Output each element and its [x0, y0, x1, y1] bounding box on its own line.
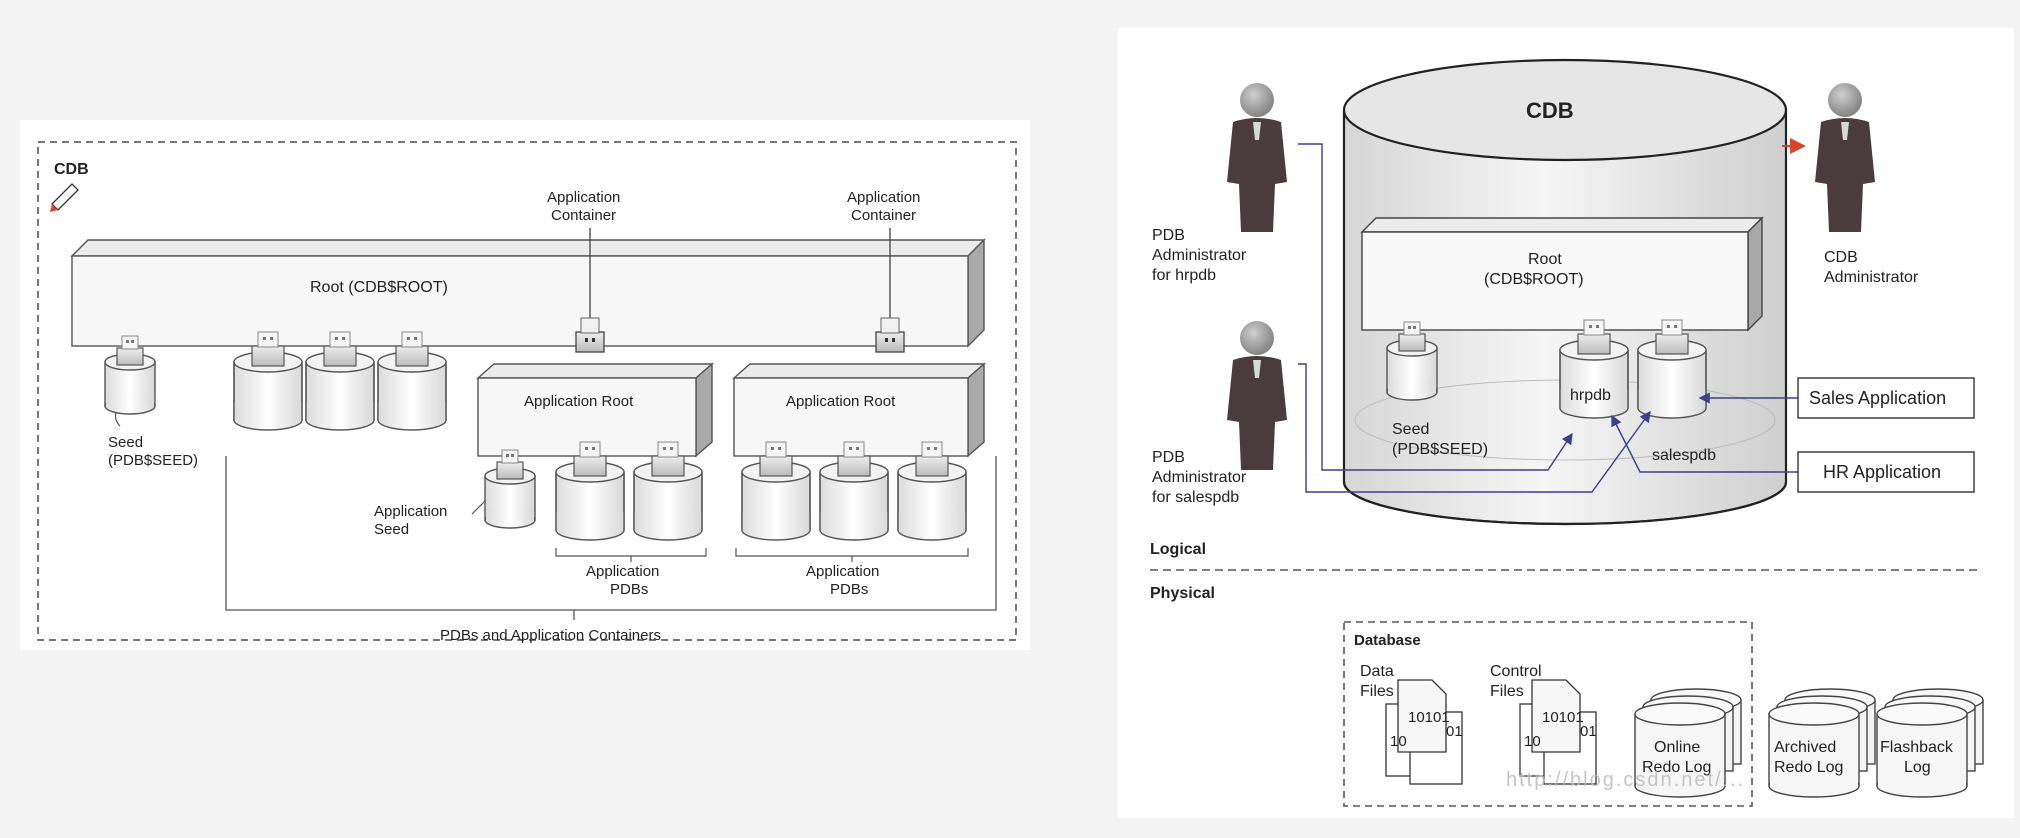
- control-files-line2: Files: [1490, 683, 1524, 700]
- app-container-label-1-line2: Container: [551, 207, 616, 224]
- app-seed-label-line2: Seed: [374, 521, 409, 538]
- app-pdbs-label-2-line2: PDBs: [830, 581, 868, 598]
- control-file-code-right: 01: [1580, 723, 1597, 740]
- pdb-cylinder: [305, 331, 375, 431]
- logical-label: Logical: [1150, 541, 1206, 558]
- online-redo-line1: Online: [1654, 739, 1700, 756]
- seed-right-label-line2: (PDB$SEED): [1392, 441, 1488, 458]
- salespdb-label: salespdb: [1652, 447, 1716, 464]
- data-files-line2: Files: [1360, 683, 1394, 700]
- pdb-admin-hr-line1: PDB: [1152, 227, 1185, 244]
- control-file-code-left: 10: [1524, 733, 1541, 750]
- app-container-label-2-line1: Application: [847, 189, 920, 206]
- data-file-code-right: 01: [1446, 723, 1463, 740]
- cdb-title: CDB: [54, 161, 89, 178]
- app-pdb-cylinder: [897, 441, 967, 541]
- physical-label: Physical: [1150, 585, 1215, 602]
- pdb-cylinder: [377, 331, 447, 431]
- root-box: [1360, 216, 1764, 332]
- app-seed-label-line1: Application: [374, 503, 447, 520]
- hrpdb-label: hrpdb: [1570, 387, 1611, 404]
- pdb-cylinder: [233, 331, 303, 431]
- app-container-label-2-line2: Container: [851, 207, 916, 224]
- hrpdb-admin-connector: [1298, 143, 1573, 471]
- database-boundary: [1343, 621, 1753, 807]
- footer-label: PDBs and Application Containers: [440, 627, 661, 644]
- flashback-line1: Flashback: [1880, 739, 1954, 756]
- seed-label-line1: Seed: [108, 434, 143, 451]
- salespdb-admin-connector: [1298, 363, 1651, 493]
- pdb-admin-hr-line2: Administrator: [1152, 247, 1247, 264]
- app-container-label-1-line1: Application: [547, 189, 620, 206]
- app-root-label-2: Application Root: [786, 393, 896, 410]
- app-pdb-cylinder: [819, 441, 889, 541]
- flashback-line2: Log: [1904, 759, 1931, 776]
- cdb-admin-line2: Administrator: [1824, 269, 1919, 286]
- control-files-icon: [1519, 679, 1597, 785]
- pdb-admin-sales-line1: PDB: [1152, 449, 1185, 466]
- hr-app-connector: [1611, 414, 1798, 473]
- data-file-code: 10101: [1408, 709, 1450, 726]
- cdb-boundary: [37, 141, 1017, 641]
- application-root-1: [476, 362, 714, 458]
- pdb-admin-sales-line3: for salespdb: [1152, 489, 1239, 506]
- pdb-admin-salespdb-icon: [1227, 321, 1287, 470]
- data-files-line1: Data: [1360, 663, 1394, 680]
- pdb-admin-sales-line2: Administrator: [1152, 469, 1247, 486]
- root-box-label-line2: (CDB$ROOT): [1484, 271, 1584, 288]
- data-file-code-left: 10: [1390, 733, 1407, 750]
- archived-redo-line1: Archived: [1774, 739, 1836, 756]
- data-files-icon: [1385, 679, 1463, 785]
- control-files-line1: Control: [1490, 663, 1542, 680]
- seed-right-label-line1: Seed: [1392, 421, 1429, 438]
- sales-application-box: [1797, 377, 1975, 419]
- pdb-admin-hrpdb-icon: [1227, 83, 1287, 232]
- cdb-cylinder-label: CDB: [1526, 98, 1574, 123]
- pen-cursor-icon: [50, 183, 79, 212]
- seed-pdb-cylinder: [104, 335, 156, 415]
- root-box-label-line1: Root: [1528, 251, 1562, 268]
- app-pdbs-label-2-line1: Application: [806, 563, 879, 580]
- seed-label-line2: (PDB$SEED): [108, 452, 198, 469]
- control-file-code: 10101: [1542, 709, 1584, 726]
- app-pdb-cylinder: [633, 441, 703, 541]
- app-pdb-cylinder: [555, 441, 625, 541]
- pdb-admin-hr-line3: for hrpdb: [1152, 267, 1216, 284]
- hr-application-box: [1797, 451, 1975, 493]
- archived-redo-line2: Redo Log: [1774, 759, 1843, 776]
- online-redo-line2: Redo Log: [1642, 759, 1711, 776]
- root-label: Root (CDB$ROOT): [310, 279, 448, 296]
- cdb-admin-icon: [1815, 83, 1875, 232]
- hr-application-label: HR Application: [1823, 462, 1941, 482]
- database-label: Database: [1354, 632, 1421, 649]
- app-root-label-1: Application Root: [524, 393, 634, 410]
- watermark: http://blog.csdn.net/...: [1506, 769, 1745, 791]
- app-pdbs-label-1-line2: PDBs: [610, 581, 648, 598]
- app-pdb-cylinder: [741, 441, 811, 541]
- app-pdbs-label-1-line1: Application: [586, 563, 659, 580]
- application-seed-cylinder: [484, 449, 536, 529]
- cdb-admin-line1: CDB: [1824, 249, 1858, 266]
- root-bar: [70, 238, 986, 348]
- sales-application-label: Sales Application: [1809, 388, 1946, 408]
